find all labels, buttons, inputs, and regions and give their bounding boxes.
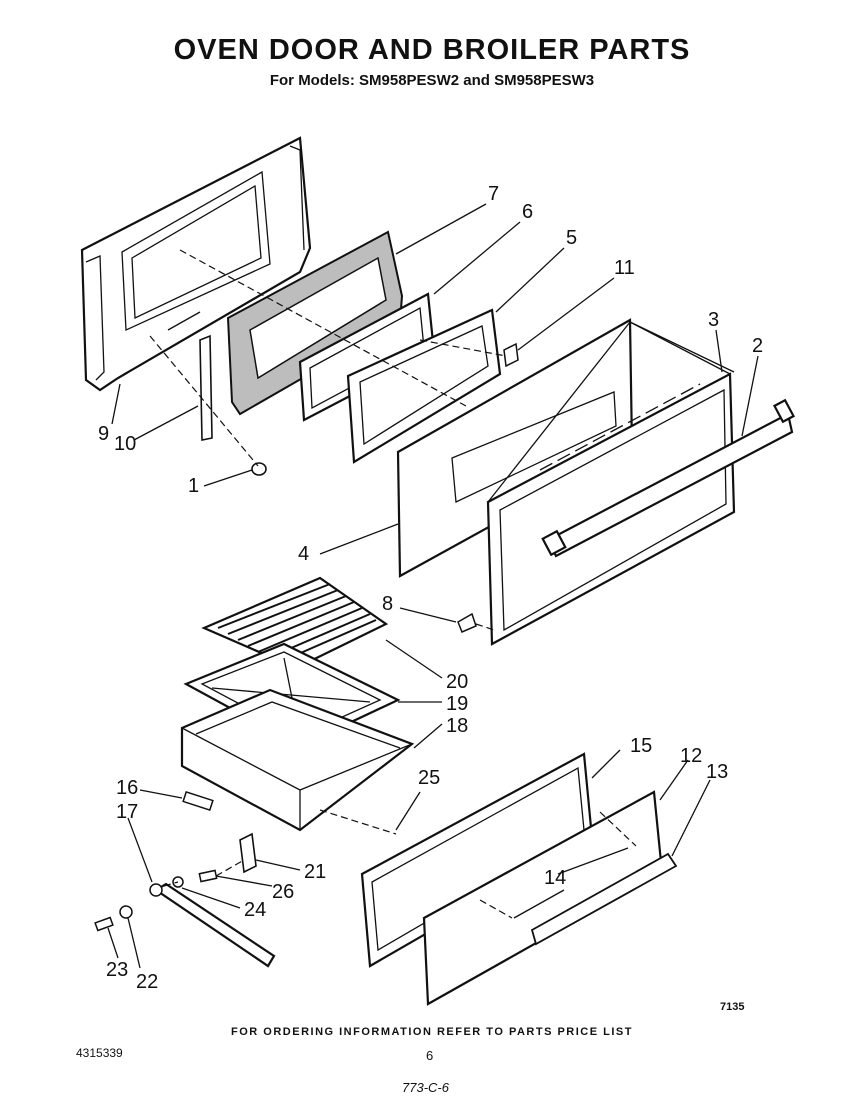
callout-17: 17 [116,801,138,823]
callout-23: 23 [106,959,128,981]
callout-leaders [107,203,759,969]
callout-20: 20 [446,671,468,693]
bracket-screw [198,869,218,883]
callout-10: 10 [114,433,136,455]
callout-9: 9 [98,423,109,445]
glass-retainer-frame [346,308,502,464]
document-number: 4315339 [76,1046,123,1060]
callout-16: 16 [116,777,138,799]
callout-12: 12 [680,745,702,767]
door-handle [541,398,796,558]
broiler-spring [182,790,214,812]
page-title: OVEN DOOR AND BROILER PARTS [173,34,691,66]
callout-11: 11 [614,257,635,279]
callout-15: 15 [630,735,652,757]
door-bumper [251,462,267,476]
callout-numbers: 7 6 5 11 3 2 9 10 1 4 8 20 19 18 15 12 1… [98,183,763,993]
broiler-slide-rail [94,876,276,968]
callout-22: 22 [136,971,158,993]
door-bracket [503,342,519,368]
callout-25: 25 [418,767,440,789]
callout-24: 24 [244,899,266,921]
callout-6: 6 [522,201,533,223]
callout-18: 18 [446,715,468,737]
callout-5: 5 [566,227,577,249]
callout-3: 3 [708,309,719,331]
callout-8: 8 [382,593,393,615]
callout-19: 19 [446,693,468,715]
door-clip [457,612,477,633]
ordering-note: FOR ORDERING INFORMATION REFER TO PARTS … [231,1026,633,1038]
broiler-grid [201,576,389,670]
broiler-pan [180,688,415,832]
handwritten-note: 773-C-6 [402,1080,449,1095]
callout-26: 26 [272,881,294,903]
page-number: 6 [426,1048,434,1063]
drawing-number: 7135 [720,1001,745,1013]
callout-4: 4 [298,543,309,565]
door-spacer [199,334,213,441]
inner-door-panel [80,136,312,392]
callout-7: 7 [488,183,499,205]
models-subtitle: For Models: SM958PESW2 and SM958PESW3 [269,72,595,89]
callout-21: 21 [304,861,326,883]
callout-2: 2 [752,335,763,357]
drawer-front-panel [422,790,678,1006]
broiler-bracket [239,832,257,874]
callout-14: 14 [544,867,566,889]
callout-13: 13 [706,761,728,783]
callout-1: 1 [188,475,199,497]
